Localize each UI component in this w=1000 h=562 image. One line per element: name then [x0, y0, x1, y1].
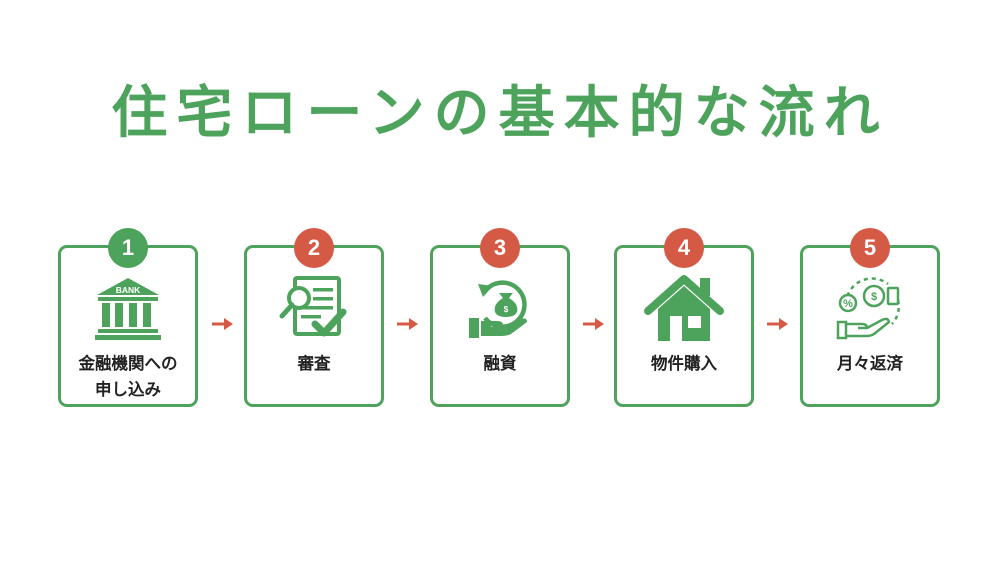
step-5-label-line-1: 月々返済	[837, 354, 903, 373]
step-4-card: 4 物件購入	[614, 228, 754, 407]
bank-icon-text: BANK	[116, 285, 141, 295]
arrow-right-icon	[397, 318, 418, 330]
svg-text:%: %	[843, 298, 853, 310]
step-3-label-line-1: 融資	[483, 354, 517, 373]
step-1-card: 1 BANK 金融機関への 申し込み	[58, 228, 198, 407]
step-5-card: 5 % $ 月々返済	[800, 228, 940, 407]
house-icon	[617, 270, 751, 348]
step-4-label: 物件購入	[621, 351, 747, 377]
step-2-label: 審査	[251, 351, 377, 377]
step-5-number-badge: 5	[850, 228, 890, 268]
arrow-right-icon	[212, 318, 233, 330]
arrow-right-icon	[767, 318, 788, 330]
document-review-icon	[247, 270, 381, 348]
step-4-label-line-1: 物件購入	[651, 354, 717, 373]
step-4-number-badge: 4	[664, 228, 704, 268]
step-3-number-badge: 3	[480, 228, 520, 268]
step-1-label: 金融機関への 申し込み	[65, 351, 191, 403]
step-1-number-badge: 1	[108, 228, 148, 268]
arrow-right-icon	[583, 318, 604, 330]
step-2-label-line-1: 審査	[297, 354, 331, 373]
svg-text:$: $	[871, 291, 877, 303]
repayment-hand-icon: % $	[803, 270, 937, 348]
bank-icon: BANK	[61, 270, 195, 348]
page-title: 住宅ローンの基本的な流れ	[111, 81, 889, 146]
step-1-label-line-1: 金融機関への	[78, 354, 178, 373]
step-2-number-badge: 2	[294, 228, 334, 268]
money-bag-hand-icon: $	[433, 270, 567, 348]
step-3-label: 融資	[437, 351, 563, 377]
step-2-card: 2 審査	[244, 228, 384, 407]
svg-text:$: $	[504, 305, 509, 314]
step-1-label-line-2: 申し込み	[95, 380, 161, 399]
step-3-card: 3 $ 融資	[430, 228, 570, 407]
step-5-label: 月々返済	[807, 351, 933, 377]
